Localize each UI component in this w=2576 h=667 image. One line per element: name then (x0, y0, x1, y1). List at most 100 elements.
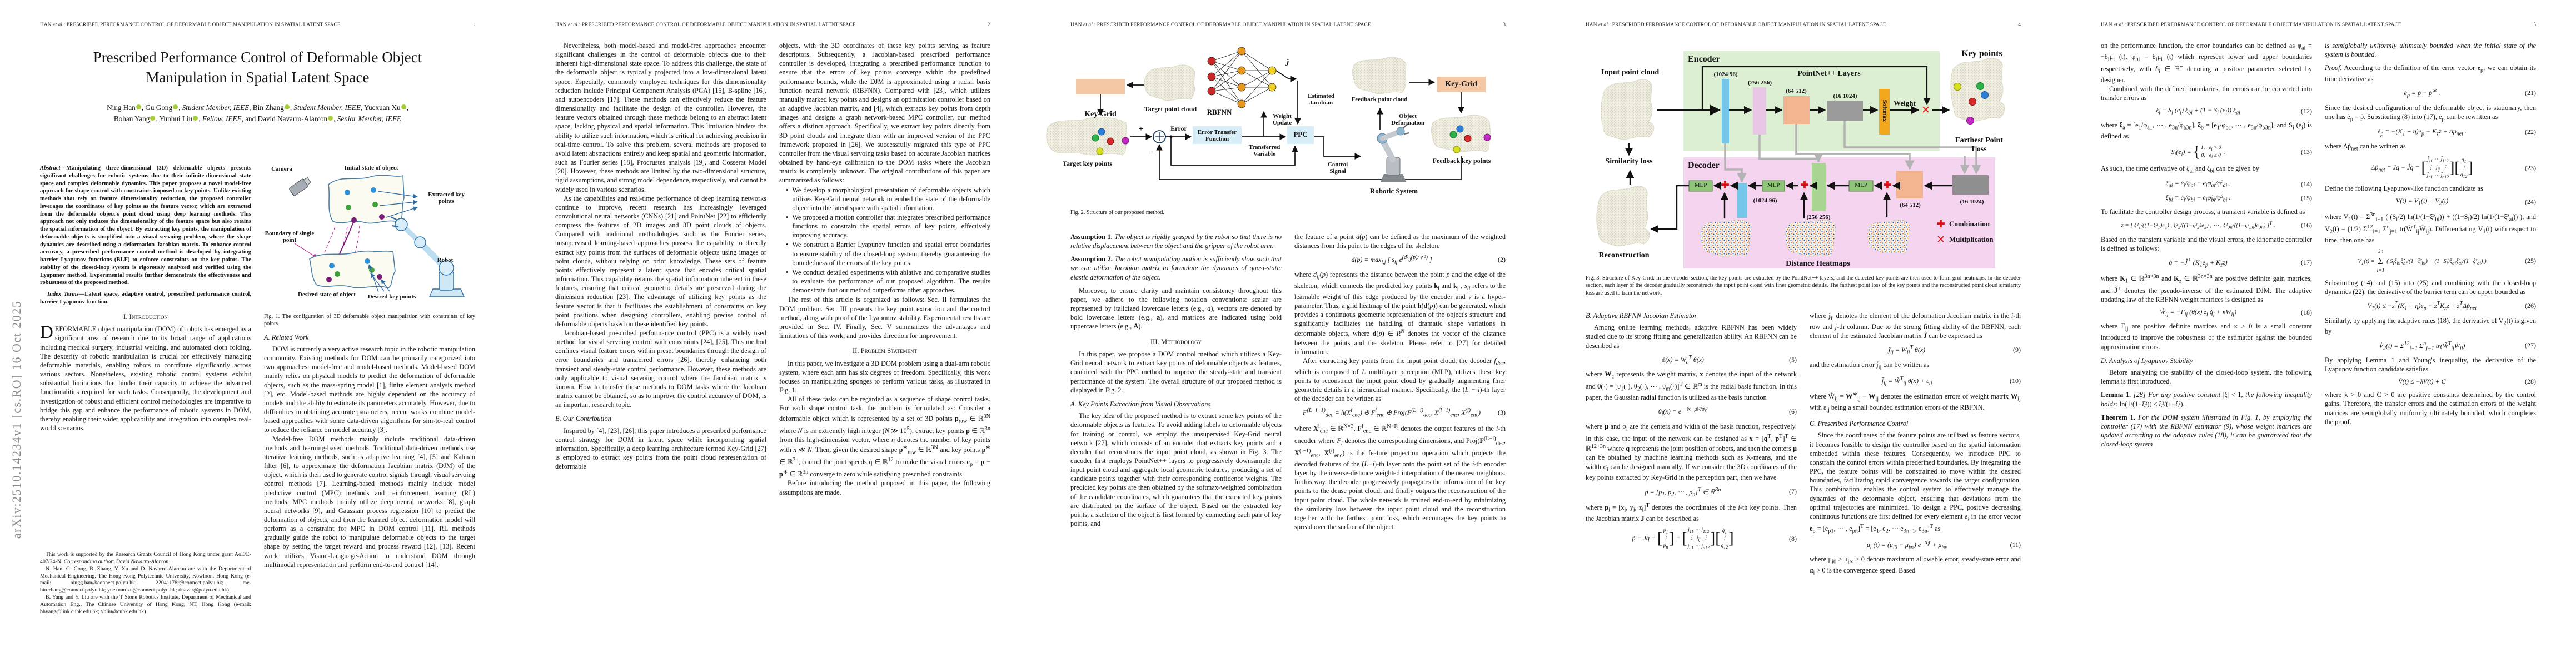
figure-1: Camera Initial state of object Extracted… (264, 165, 475, 310)
equation-21: ėp = ṗ − ṗ∗ .(21) (2325, 87, 2536, 99)
legend-multiplication-icon: ✕ (1936, 233, 1945, 246)
paragraph: Combined with the defined boundaries, th… (2101, 85, 2312, 102)
paragraph: Similarly, by applying the adaptive rule… (2325, 316, 2536, 336)
subsection-rbfnn-estimator: B. Adaptive RBFNN Jacobian Estimator (1586, 312, 1697, 320)
equation-number: (3) (1498, 409, 1506, 417)
author-line-1: Ning Han, Gu Gong, Student Member, IEEE,… (40, 102, 475, 113)
page-number: 2 (988, 22, 990, 28)
subsection-related-work: A. Related Work (264, 333, 309, 341)
initial-key-points (345, 187, 385, 223)
paragraph: where W̃ij = W∗ij − Wij denotes the esti… (1810, 391, 2021, 414)
page2-right-column: objects, with the 3D coordinates of thes… (779, 41, 990, 647)
figure-2: Key-Grid Target point cloud Target key p… (1030, 31, 1546, 203)
fig3-label-mlp1: MLP (1855, 182, 1867, 188)
paragraph: Substituting (14) and (15) into (25) and… (2325, 278, 2536, 296)
enc-block-1024-96 (1722, 79, 1729, 143)
desired-key-points (326, 258, 382, 282)
page-4: HAN et al.: PRESCRIBED PERFORMANCE CONTR… (1546, 0, 2061, 667)
page5-left-column: on the performance function, the error b… (2101, 41, 2312, 647)
flow-arrows (1097, 70, 1464, 180)
boundary-pointer-arrow (294, 243, 318, 258)
equation-formula: ξ̇ai = ėi/φai − eiφ̇ai/φ²ai , (2165, 179, 2231, 189)
page5-right-column: is semiglobally uniformly ultimately bou… (2325, 41, 2536, 647)
equation-9: ĵij = WijT θ(x)(9) (1810, 344, 2021, 356)
robot-arm (390, 216, 465, 297)
paragraph: where K1 ∈ ℝ3n×3n and Kz ∈ ℝ3n×3n are po… (2101, 273, 2312, 303)
paragraph: In this paper, we propose a DOM control … (1070, 350, 1282, 394)
equation-24: V(t) = V1(t) + V2(t)(24) (2325, 197, 2536, 207)
fig2-label-keygrid-1: Key-Grid (1084, 110, 1117, 118)
legend-combination-icon: ✚ (1936, 218, 1945, 230)
author-name: Yuexuan Xu (362, 103, 401, 112)
page3-left-column: Assumption 1. The object is rigidly gras… (1070, 229, 1282, 647)
paragraph: The key idea of the proposed method is t… (1070, 412, 1282, 528)
desired-kp-arrows (368, 264, 390, 293)
separator: , (156, 115, 160, 123)
skip-connections (1724, 121, 1981, 183)
dec-block-64-512 (1896, 171, 1923, 198)
paragraph: As the capabilities and real-time perfor… (555, 194, 766, 328)
equation-formula: Δṗnet = Jq̇ − Ĵq̇ = [j̃11 ⋯ j̃112⋮ j̃ij … (2371, 157, 2473, 180)
target-key-points-cloud (1046, 117, 1129, 156)
desired-object-shape (309, 250, 396, 288)
paragraph: where pi = [xi, yi, zi]T denotes the coo… (1586, 502, 1797, 523)
combination-icon: ✚ (1721, 179, 1730, 191)
footnote-affil-1: N. Han, G. Gong, B. Zhang, Y. Xu and D. … (40, 566, 251, 593)
contribution-bullet-3: We construct a Barrier Lyapunov function… (779, 240, 990, 267)
equation-number: (7) (1789, 487, 1797, 496)
contribution-bullet-1: We develop a morphological presentation … (779, 186, 990, 212)
paragraph: Before introducing the method proposed i… (779, 479, 990, 496)
running-header: HAN et al.: PRESCRIBED PERFORMANCE CONTR… (2101, 22, 2536, 28)
paragraph: is semiglobally uniformly ultimately bou… (2325, 42, 2536, 59)
subsection-our-contribution: B. Our Contribution (555, 415, 611, 423)
running-header-text: HAN et al.: PRESCRIBED PERFORMANCE CONTR… (40, 22, 341, 28)
fig2-label-estimated-jacobian: Estimated Jacobian (1308, 93, 1334, 107)
equation-11: μi (t) = (μi0 − μi∞) e−αit + μi∞(11) (1810, 539, 2021, 551)
fig3-label-multiplication: Multiplication (1949, 235, 1994, 243)
paragraph: To facilitate the controller design proc… (2101, 208, 2305, 216)
paragraph: Since the coordinates of the feature poi… (1810, 431, 2021, 535)
lemma-1: Lemma 1. [28] For any positive constant … (2101, 391, 2312, 408)
equation-number: (2) (1498, 256, 1506, 264)
key-grid-box-1 (1076, 79, 1125, 94)
equation-formula: V̇(t) ≤ −λV(t) + C (2398, 377, 2446, 386)
page-number: 1 (472, 22, 475, 28)
equation-10: j̃ij = W̃Tij θ(x) + εij(10) (1810, 375, 2021, 387)
paragraph: Based on the transient variable and the … (2101, 235, 2312, 252)
rbfnn-network (1207, 47, 1277, 108)
robotic-system-arm (1377, 123, 1410, 182)
fig1-label-robot: Robot (437, 257, 454, 263)
fig3-label-enc-1024: (1024 96) (1713, 71, 1738, 78)
notation-paragraph: Moreover, to ensure clarity and maintain… (1070, 286, 1282, 331)
fig1-label-desired-state: Desired state of object (298, 291, 356, 298)
equation-number: (17) (2301, 258, 2312, 266)
fig3-label-dec-256: (256 256) (1806, 214, 1831, 221)
equation-number: (24) (2525, 197, 2536, 206)
multiply-icon: ✕ (1921, 104, 1930, 116)
author-name: Yunhui Liu (159, 115, 193, 123)
extracted-arrows (377, 191, 418, 218)
arxiv-watermark: arXiv:2510.14234v1 [cs.RO] 16 Oct 2025 (9, 300, 23, 539)
fig3-label-decoder: Decoder (1688, 161, 1720, 170)
fig3-label-enc-64: (64 512) (1786, 88, 1807, 94)
equation-number: (22) (2525, 128, 2536, 136)
equation-formula: V̇2(t) = Σ12i=1 Σnj=1 tr(W̃TijẆij) (2379, 340, 2465, 351)
fig2-label-plus: + (1139, 125, 1143, 133)
equation-number: (6) (1789, 407, 1797, 416)
contribution-bullet-4: We conduct detailed experiments with abl… (779, 268, 990, 295)
page-number: 4 (2018, 22, 2021, 28)
fig3-label-heatmaps: Distance Heatmaps (1786, 260, 1850, 268)
paragraph: In this paper, we investigate a 3D DOM p… (779, 359, 990, 395)
member-grade: Fellow, IEEE, (202, 115, 243, 123)
paragraph: and the estimation error j̃ij can be wri… (1810, 360, 1930, 371)
equation-formula: ṗ = Jq̇ = [ṗ1⋮ṗn] = [j11 ⋯ j112⋮ jij ⋮jn… (1632, 527, 1734, 550)
fig3-label-softmax: Softmax (1881, 99, 1889, 122)
paragraph: where V1(t) = Σ3ni=1 ( (Si/2) ln(1/(1−ξ²… (2325, 211, 2536, 244)
equation-number: (10) (2010, 376, 2021, 385)
paragraph: As such, the time derivative of ξai and … (2101, 165, 2259, 175)
fig1-label-initial-state: Initial state of object (344, 165, 398, 171)
paragraph: Define the following Lyapunov-like funct… (2325, 185, 2483, 193)
member-grade: Student Member, IEEE, (293, 103, 363, 112)
equation-formula: Ẇij = −Γij (θ(x) zi q̇j + κWij) (2159, 307, 2237, 318)
